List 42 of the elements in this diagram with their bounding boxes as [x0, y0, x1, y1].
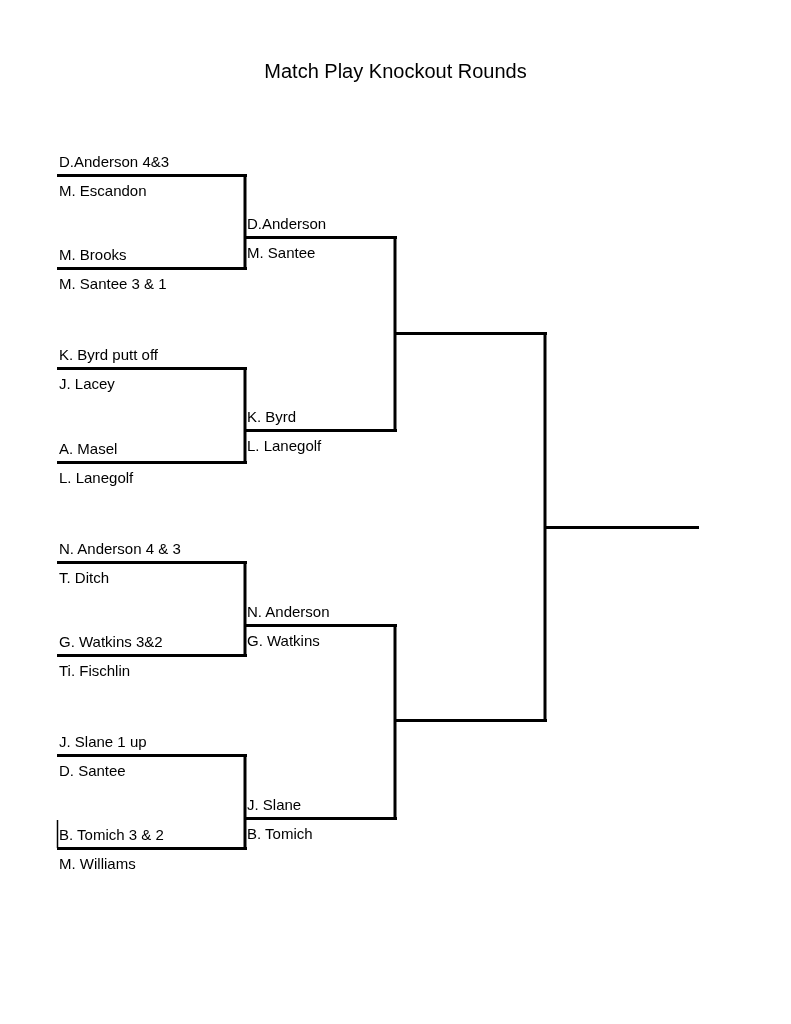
bracket-connector: [243, 625, 247, 655]
player-name: T. Ditch: [59, 569, 109, 587]
player-name: D.Anderson: [247, 215, 327, 233]
player-name: D.Anderson 4&3: [59, 153, 170, 171]
player-name: G. Watkins: [247, 632, 320, 650]
player-name: M. Williams: [59, 855, 136, 873]
player-name: L. Lanegolf: [59, 469, 134, 487]
player-name: N. Anderson: [247, 603, 330, 621]
bracket-connector: [543, 333, 547, 527]
player-name: M. Santee: [247, 244, 316, 262]
bracket-connector: [243, 818, 247, 848]
bracket-connector: [543, 527, 547, 720]
player-name: J. Slane: [247, 796, 302, 814]
player-name: D. Santee: [59, 762, 126, 780]
bracket-connector: [393, 720, 397, 818]
empty-bracket-line: [395, 332, 547, 335]
bracket-connector: [393, 333, 397, 430]
player-name: B. Tomich 3 & 2: [59, 826, 164, 844]
bracket-connector: [243, 368, 247, 430]
empty-bracket-line: [395, 719, 547, 722]
diagram-title: Match Play Knockout Rounds: [263, 59, 528, 84]
bracket-connector: [243, 175, 247, 237]
bracket-connector: [243, 562, 247, 625]
bracket-connector: [243, 237, 247, 268]
player-name: L. Lanegolf: [247, 437, 322, 455]
player-name: B. Tomich: [247, 825, 313, 843]
bracket-connector: [243, 755, 247, 818]
player-name: K. Byrd: [247, 408, 297, 426]
bracket-connector: [393, 237, 397, 333]
empty-bracket-line: [545, 526, 699, 529]
bracket-connector: [243, 430, 247, 462]
player-name: G. Watkins 3&2: [59, 633, 163, 651]
player-name: N. Anderson 4 & 3: [59, 540, 181, 558]
player-name: M. Escandon: [59, 182, 147, 200]
player-name: A. Masel: [59, 440, 118, 458]
player-name: Ti. Fischlin: [59, 662, 131, 680]
player-name: M. Santee 3 & 1: [59, 275, 167, 293]
bracket-connector: [393, 625, 397, 720]
player-name: J. Lacey: [59, 375, 115, 393]
player-name: J. Slane 1 up: [59, 733, 147, 751]
player-name: M. Brooks: [59, 246, 127, 264]
player-name: K. Byrd putt off: [59, 346, 158, 364]
